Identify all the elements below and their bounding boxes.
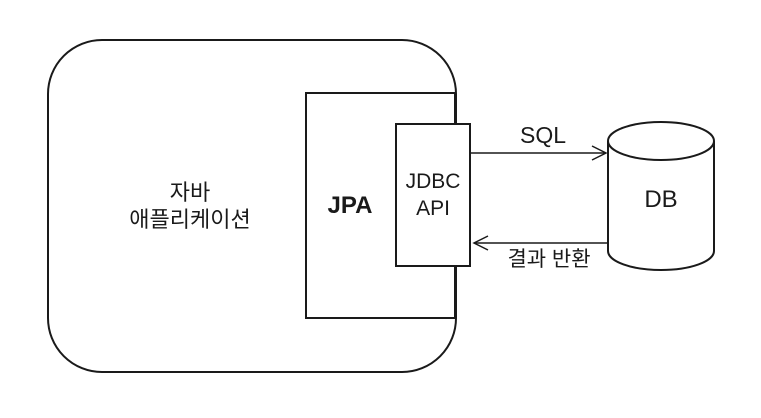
sql-arrow-label: SQL <box>519 122 567 148</box>
jdbc-api-label-line1: JDBC <box>405 170 461 193</box>
java-application-label-line2: 애플리케이션 <box>129 207 251 232</box>
java-application-label: 자바 애플리케이션 <box>60 39 320 373</box>
jpa-label: JPA <box>327 191 373 219</box>
jdbc-api-box: JDBC API <box>395 123 471 267</box>
result-arrowhead-icon <box>472 235 489 251</box>
result-arrow-label: 결과 반환 <box>507 248 591 271</box>
sql-arrowhead-icon <box>591 145 608 161</box>
java-application-label-line1: 자바 <box>169 180 211 205</box>
db-cylinder-top <box>607 121 715 161</box>
db-label: DB <box>644 186 678 213</box>
db-cylinder-body <box>607 141 715 271</box>
jdbc-api-label-line2: API <box>416 197 450 220</box>
